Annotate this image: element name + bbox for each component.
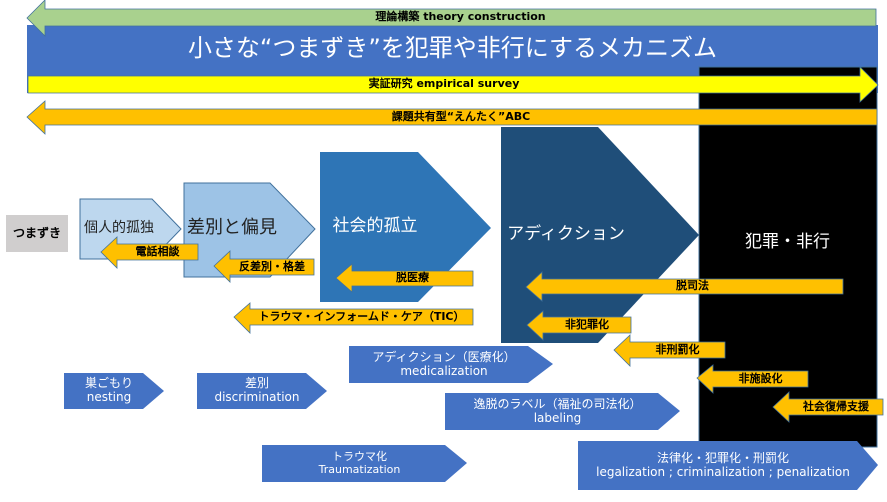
nesting-jp: 巣ごもり bbox=[84, 376, 133, 391]
med-en: medicalization bbox=[400, 363, 488, 378]
abc-label: 課題共有型“えんたく”ABC bbox=[391, 109, 531, 123]
stage3-shape bbox=[320, 152, 491, 302]
antidisc-arrow bbox=[213, 250, 315, 283]
dejud-arrow bbox=[525, 271, 844, 302]
label-shape bbox=[445, 393, 680, 430]
decrim-arrow bbox=[526, 310, 632, 341]
legal-shape bbox=[578, 441, 878, 490]
abc-arrow bbox=[26, 100, 878, 135]
deinst-arrow bbox=[696, 364, 809, 394]
theory-arrow bbox=[26, 0, 877, 37]
stage-start-label: つまずき bbox=[12, 225, 61, 240]
label-jp: 逸脱のラベル（福祉の司法化） bbox=[473, 396, 642, 411]
empirical-label: 実証研究 empirical survey bbox=[368, 77, 520, 91]
reentry-label: 社会復帰支援 bbox=[803, 399, 869, 413]
disc-label: 差別 discrimination bbox=[197, 373, 317, 409]
stage5-label: 犯罪・非行 bbox=[745, 232, 830, 253]
tic-arrow bbox=[233, 302, 474, 334]
reentry-arrow bbox=[772, 391, 884, 423]
demed-label: 脱医療 bbox=[396, 271, 429, 285]
legal-en: legalization ; criminalization ; penaliz… bbox=[596, 464, 850, 479]
trauma-shape bbox=[262, 445, 467, 482]
disc-jp: 差別 bbox=[244, 376, 269, 391]
intervention-arrows bbox=[100, 236, 884, 423]
trauma-label: トラウマ化 Traumatization bbox=[262, 445, 457, 482]
med-label: アディクション（医療化） medicalization bbox=[349, 346, 539, 383]
phone-label: 電話相談 bbox=[135, 244, 180, 258]
process-shapes bbox=[64, 346, 878, 490]
start-box bbox=[6, 215, 68, 252]
depen-arrow bbox=[613, 334, 726, 367]
deinst-label: 非施設化 bbox=[738, 371, 783, 385]
phone-arrow bbox=[100, 236, 199, 269]
antidisc-label: 反差別・格差 bbox=[239, 259, 305, 273]
legal-label: 法律化・犯罪化・刑罰化 legalization ; criminalizati… bbox=[578, 441, 868, 490]
stage2-label: 差別と偏見 bbox=[187, 216, 277, 238]
legal-jp: 法律化・犯罪化・刑罰化 bbox=[656, 450, 789, 465]
stage2-shape bbox=[183, 182, 316, 278]
disc-shape bbox=[197, 373, 327, 409]
stage4-label: アディクション bbox=[507, 224, 625, 245]
page-title: 小さな“つまずき”を犯罪や非行にするメカニズム bbox=[187, 34, 718, 63]
demed-arrow bbox=[335, 263, 474, 293]
nesting-label: 巣ごもり nesting bbox=[64, 373, 154, 409]
dejud-label: 脱司法 bbox=[676, 279, 709, 293]
med-jp: アディクション（医療化） bbox=[372, 349, 516, 364]
empirical-arrow bbox=[27, 66, 879, 103]
depen-label: 非刑罰化 bbox=[655, 342, 700, 356]
stage3-label: 社会的孤立 bbox=[332, 216, 418, 237]
tic-label: トラウマ・インフォームド・ケア（TIC） bbox=[258, 309, 465, 323]
nesting-shape bbox=[64, 373, 164, 409]
label-label: 逸脱のラベル（福祉の司法化） labeling bbox=[445, 393, 670, 430]
med-shape bbox=[349, 346, 553, 383]
nesting-en: nesting bbox=[86, 390, 132, 404]
label-en: labeling bbox=[533, 410, 582, 425]
disc-en: discrimination bbox=[214, 390, 300, 404]
trauma-en: Traumatization bbox=[318, 462, 401, 476]
stage1-label: 個人的孤独 bbox=[84, 219, 154, 236]
theory-label: 理論構築 theory construction bbox=[375, 10, 546, 24]
decrim-label: 非犯罪化 bbox=[565, 317, 609, 331]
trauma-jp: トラウマ化 bbox=[332, 449, 387, 463]
